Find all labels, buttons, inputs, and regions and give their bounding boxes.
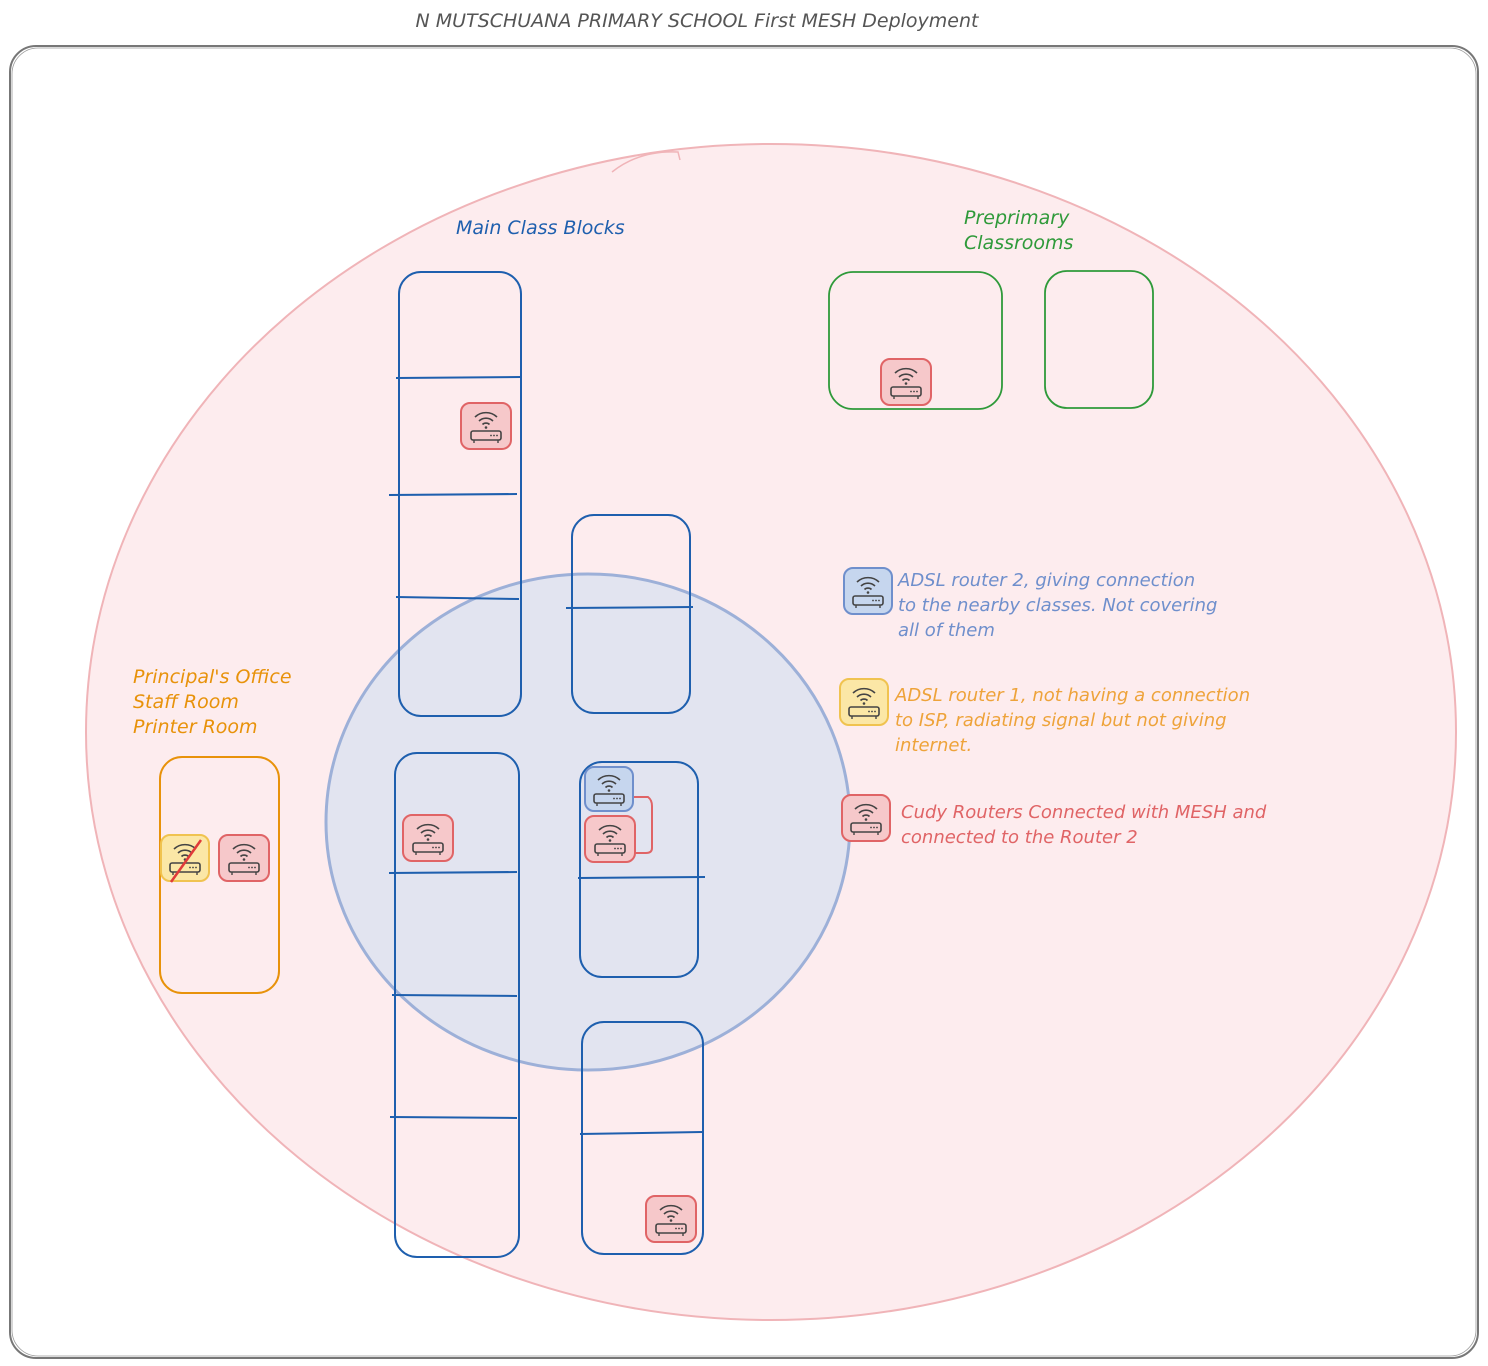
main-class-block-bottom (388, 752, 520, 1258)
cudy-router-icon (645, 1195, 697, 1243)
preprimary-label: Preprimary Classrooms (964, 207, 1075, 254)
legend-line: ADSL router 2, giving connection (897, 570, 1195, 591)
legend-adsl2-text: ADSL router 2, giving connection to the … (897, 570, 1223, 641)
preprimary-label-line: Preprimary (964, 207, 1070, 229)
office-building (159, 756, 280, 994)
office-label: Principal's Office Staff Room Printer Ro… (133, 666, 298, 738)
legend: ADSL router 2, giving connection to the … (839, 567, 1272, 848)
main-class-blocks-label: Main Class Blocks (456, 217, 625, 239)
legend-line: ADSL router 1, not having a connection (894, 685, 1250, 706)
adsl-router-2-icon (584, 766, 634, 812)
legend-line: internet. (895, 735, 972, 756)
main-class-block-middle (577, 761, 706, 978)
preprimary-classroom-2 (1044, 270, 1154, 409)
preprimary-label-line: Classrooms (964, 232, 1074, 254)
legend-cudy-icon (841, 794, 891, 842)
adsl-router-1-icon (160, 834, 210, 883)
legend-adsl1-text: ADSL router 1, not having a connection t… (894, 685, 1256, 756)
diagram-title: N MUTSCHUANA PRIMARY SCHOOL First MESH D… (416, 10, 981, 32)
cudy-router-icon (460, 402, 512, 450)
cudy-router-icon (880, 358, 932, 406)
office-label-line: Printer Room (133, 716, 258, 738)
legend-adsl2-icon (843, 567, 893, 615)
main-class-block-lower (579, 1021, 704, 1255)
office-label-line: Staff Room (133, 691, 239, 713)
legend-line: all of them (898, 620, 995, 641)
legend-line: to ISP, radiating signal but not giving (895, 710, 1227, 731)
mesh-link (628, 796, 653, 854)
office-label-line: Principal's Office (133, 666, 292, 688)
legend-line: connected to the Router 2 (901, 827, 1138, 848)
main-class-block-top (388, 271, 522, 717)
legend-cudy-text: Cudy Routers Connected with MESH and con… (901, 802, 1272, 848)
preprimary-classroom-1 (828, 271, 1003, 410)
cudy-router-icon (218, 834, 270, 882)
cudy-router-icon (402, 814, 454, 862)
legend-line: Cudy Routers Connected with MESH and (901, 802, 1267, 823)
cudy-router-icon (584, 815, 636, 863)
legend-adsl1-icon (839, 678, 889, 726)
legend-line: to the nearby classes. Not covering (898, 595, 1217, 616)
outer-frame (9, 45, 1479, 1359)
main-class-block-small (565, 514, 694, 714)
